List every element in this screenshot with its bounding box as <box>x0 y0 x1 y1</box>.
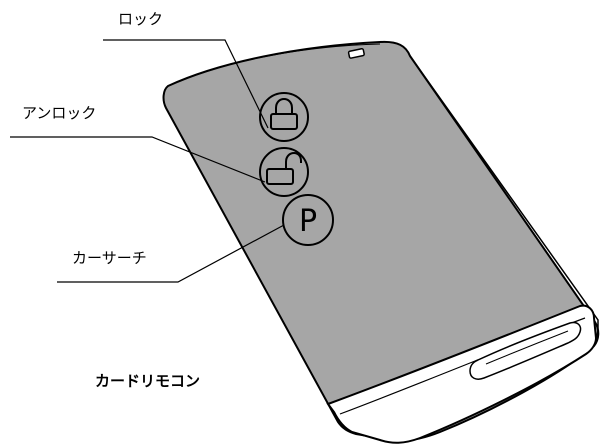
leader-line-car-search <box>57 224 285 283</box>
label-lock: ロック <box>118 10 164 28</box>
lock-button[interactable] <box>259 92 309 142</box>
label-unlock: アンロック <box>22 104 97 122</box>
parking-p-icon: P <box>299 204 317 239</box>
card-slot-inner <box>485 330 569 365</box>
indicator-led <box>347 47 365 59</box>
car-search-button[interactable]: P <box>282 194 334 246</box>
leader-line-unlock <box>10 136 266 183</box>
padlock-open-icon <box>266 151 302 185</box>
leader-line-lock <box>103 39 269 129</box>
unlock-button[interactable] <box>259 147 309 197</box>
card-top-bevel <box>177 43 381 83</box>
figure-caption: カードリモコン <box>95 372 201 390</box>
padlock-closed-icon <box>270 97 298 130</box>
label-car-search: カーサーチ <box>72 249 147 267</box>
